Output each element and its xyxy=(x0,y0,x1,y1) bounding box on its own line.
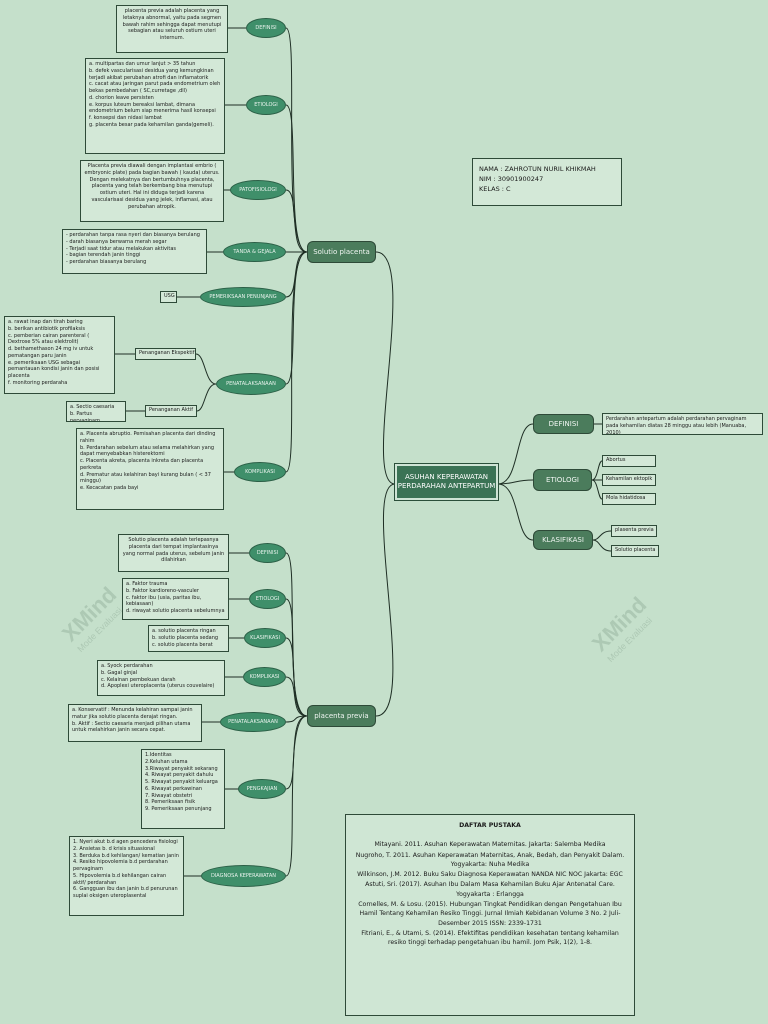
solutio-komplikasi-text: a. Placenta abruptio. Pemisahan placenta… xyxy=(76,428,224,510)
identity-kelas: KELAS : C xyxy=(479,184,511,193)
previa-definisi-text: Solutio placenta adalah terlepasnya plac… xyxy=(118,534,229,572)
previa-penatalaksanaan-text: a. Konservatif : Menunda kelahiran sampa… xyxy=(68,704,202,742)
topic-solutio-placenta[interactable]: Solutio placenta xyxy=(307,241,376,263)
previa-penatalaksanaan-node[interactable]: PENATALAKSANAAN xyxy=(220,712,286,732)
pustaka-ref: Wilkinson, J.M. 2012. Buku Saku Diagnosa… xyxy=(357,871,623,879)
solutio-definisi-node[interactable]: DEFINISI xyxy=(246,18,286,38)
solutio-patofisiologi-node[interactable]: PATOFISIOLOGI xyxy=(230,180,286,200)
solutio-komplikasi-node[interactable]: KOMPLIKASI xyxy=(234,462,286,482)
definisi-text: Perdarahan antepartum adalah perdarahan … xyxy=(602,413,763,435)
solutio-patofisiologi-text: Placenta previa diawali dengan implantas… xyxy=(80,160,224,222)
etiologi-item: Mola hidatidosa xyxy=(602,493,656,505)
previa-etiologi-text: a. Faktor trauma b. Faktor kardioreno-va… xyxy=(122,578,229,620)
previa-etiologi-node[interactable]: ETIOLOGI xyxy=(249,589,286,609)
identity-nim: NIM : 30901900247 xyxy=(479,174,544,183)
previa-pengkajian-text: 1.Identitas 2.Keluhan utama 3.Riwayat pe… xyxy=(141,749,225,829)
klasifikasi-item: plasenta previa xyxy=(611,525,657,537)
pustaka-title: DAFTAR PUSTAKA xyxy=(459,822,521,829)
klasifikasi-item: Solutio placenta xyxy=(611,545,659,557)
solutio-aktif-text: a. Sectio caesaria b. Partus pervaginam xyxy=(66,401,126,422)
etiologi-item: Abortus xyxy=(602,455,656,467)
previa-komplikasi-node[interactable]: KOMPLIKASI xyxy=(243,667,286,687)
previa-diagnosa-node[interactable]: DIAGNOSA KEPERAWATAN xyxy=(201,865,286,887)
topic-klasifikasi[interactable]: KLASIFIKASI xyxy=(533,530,593,550)
solutio-tanda-node[interactable]: TANDA & GEJALA xyxy=(223,242,286,262)
etiologi-item: Kehamilan ektopik xyxy=(602,474,656,486)
previa-diagnosa-text: 1. Nyeri akut b.d agen pencedera fisiolo… xyxy=(69,836,184,916)
pustaka-ref: Nugroho, T. 2011. Asuhan Keperawatan Mat… xyxy=(355,851,625,868)
previa-komplikasi-text: a. Syock perdarahan b. Gagal ginjal c. K… xyxy=(97,660,225,696)
topic-etiologi[interactable]: ETIOLOGI xyxy=(533,469,592,491)
solutio-pemeriksaan-text: USG xyxy=(160,291,177,303)
solutio-etiologi-node[interactable]: ETIOLOGI xyxy=(246,95,286,115)
topic-definisi[interactable]: DEFINISI xyxy=(533,414,594,434)
solutio-ekspektif-node[interactable]: Penanganan Ekspektif xyxy=(135,348,196,360)
daftar-pustaka: DAFTAR PUSTAKA Mitayani. 2011. Asuhan Ke… xyxy=(345,814,635,1016)
solutio-penatalaksanaan-node[interactable]: PENATALAKSANAAN xyxy=(216,373,286,395)
solutio-definisi-text: placenta previa adalah placenta yang let… xyxy=(116,5,228,53)
identity-nama: NAMA : ZAHROTUN NURIL KHIKMAH xyxy=(479,165,596,173)
solutio-aktif-node[interactable]: Penanganan Aktif xyxy=(145,405,197,417)
topic-placenta-previa[interactable]: placenta previa xyxy=(307,705,376,727)
pustaka-ref: Cornelles, M. & Losu. (2015). Hubungan T… xyxy=(358,901,622,927)
central-topic[interactable]: ASUHAN KEPERAWATAN PERDARAHAN ANTEPARTUM xyxy=(394,463,499,501)
solutio-etiologi-text: a. multipartas dan umur lanjut > 35 tahu… xyxy=(85,58,225,154)
solutio-tanda-text: - perdarahan tanpa rasa nyeri dan biasan… xyxy=(62,229,207,274)
previa-definisi-node[interactable]: DEFINISI xyxy=(249,543,286,563)
previa-pengkajian-node[interactable]: PENGKAJIAN xyxy=(238,779,286,799)
previa-klasifikasi-text: a. solutio placenta ringan b. solutio pl… xyxy=(148,625,229,652)
identity-box: NAMA : ZAHROTUN NURIL KHIKMAH NIM : 3090… xyxy=(472,158,622,206)
pustaka-ref: Fitriani, E., & Utami, S. (2014). Efekti… xyxy=(361,929,619,947)
pustaka-ref: Astuti, Sri. (2017). Asuhan Ibu Dalam Ma… xyxy=(365,881,615,898)
solutio-ekspektif-text: a. rawat inap dan tirah baring b. berika… xyxy=(4,316,115,394)
previa-klasifikasi-node[interactable]: KLASIFIKASI xyxy=(244,628,286,648)
pustaka-ref: Mitayani. 2011. Asuhan Keperawatan Mater… xyxy=(374,841,606,849)
solutio-pemeriksaan-node[interactable]: PEMERIKSAAN PENUNJANG xyxy=(200,287,286,307)
